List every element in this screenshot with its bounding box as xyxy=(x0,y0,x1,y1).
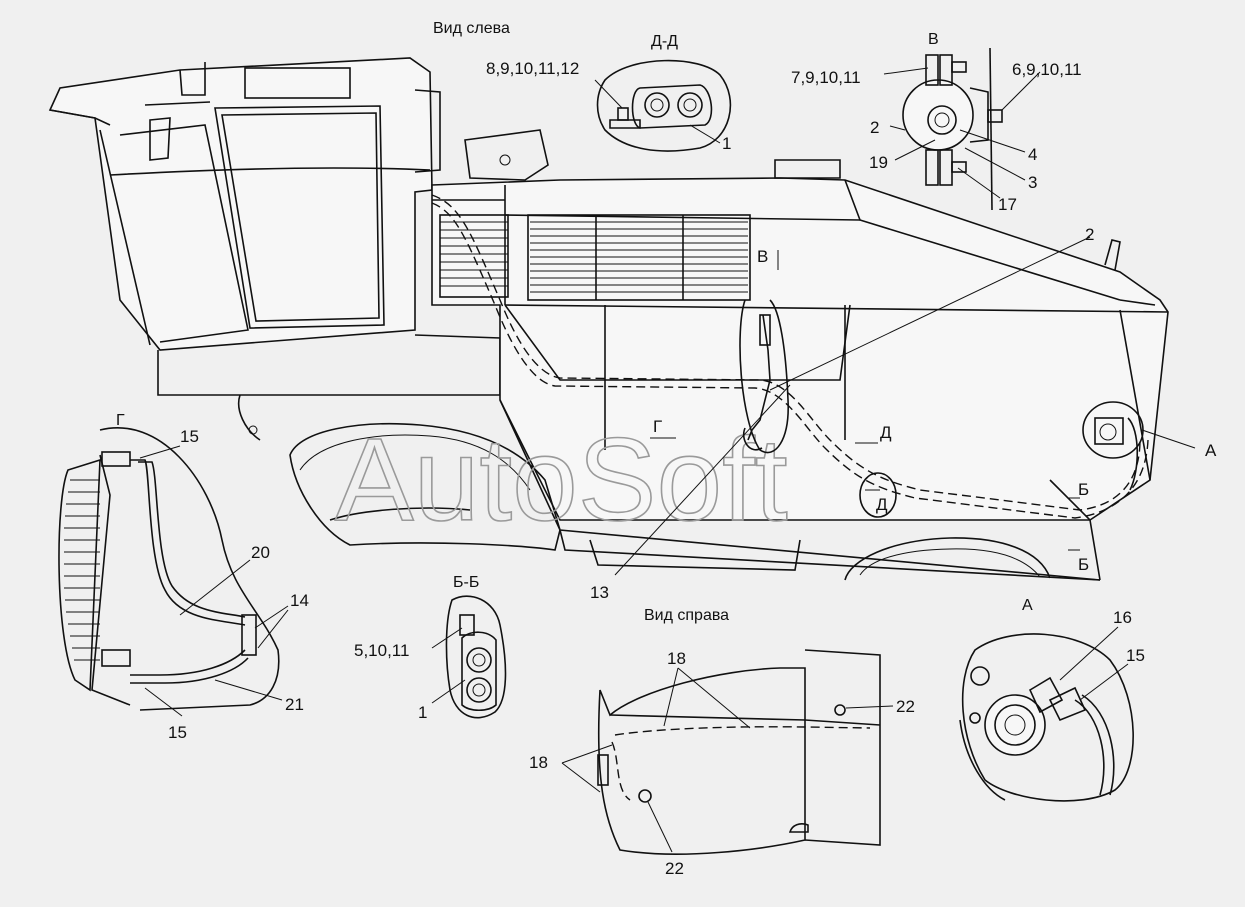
callout-main-13: 13 xyxy=(590,583,609,602)
watermark-text: AutoSoft xyxy=(335,414,788,546)
right-view-detail xyxy=(561,649,894,855)
callout-g-20: 20 xyxy=(251,543,270,562)
callout-v-17: 17 xyxy=(998,195,1017,214)
callout-dd-1: 1 xyxy=(722,134,731,153)
callout-g-15-top: 15 xyxy=(180,427,199,446)
section-mark-g: Г xyxy=(653,417,662,436)
section-mark-d-upper: Д xyxy=(880,423,892,442)
callout-main-2: 2 xyxy=(1085,225,1094,244)
callout-bb-group: 5,10,11 xyxy=(354,641,409,660)
callout-dd-group: 8,9,10,11,12 xyxy=(486,59,579,78)
callout-a-15: 15 xyxy=(1126,646,1145,665)
view-v-detail xyxy=(883,47,1041,211)
callout-a-16: 16 xyxy=(1113,608,1132,627)
callout-g-14: 14 xyxy=(290,591,309,610)
combine-body xyxy=(431,129,1169,581)
wheels xyxy=(289,422,1051,581)
callout-v-right: 6,9,10,11 xyxy=(1012,60,1082,79)
title-right-view: Вид справа xyxy=(644,607,729,624)
callout-v-19: 19 xyxy=(869,153,888,172)
leader-main-2 xyxy=(769,236,1091,391)
leader-main-13 xyxy=(614,384,791,576)
view-a-detail xyxy=(959,626,1134,802)
callout-v-2: 2 xyxy=(870,118,879,137)
section-mark-a: А xyxy=(1205,441,1217,460)
title-view-a: А xyxy=(1022,597,1033,614)
callout-g-15-bottom: 15 xyxy=(168,723,187,742)
callout-right-18-left: 18 xyxy=(529,753,548,772)
section-mark-b-lower: Б xyxy=(1078,555,1089,574)
callout-g-21: 21 xyxy=(285,695,304,714)
callout-v-left: 7,9,10,11 xyxy=(791,68,861,87)
callout-v-4: 4 xyxy=(1028,145,1037,164)
view-g-detail xyxy=(58,427,289,717)
callout-right-22-bottom: 22 xyxy=(665,859,684,878)
callout-right-22-top: 22 xyxy=(896,697,915,716)
leader-a xyxy=(1141,429,1196,449)
callout-v-3: 3 xyxy=(1028,173,1037,192)
section-mark-d-lower: Д xyxy=(876,495,888,514)
callout-bb-1: 1 xyxy=(418,703,427,722)
section-dd-view xyxy=(594,59,732,152)
title-section-dd: Д-Д xyxy=(651,33,678,50)
section-d-circle xyxy=(859,472,897,518)
section-bb-view xyxy=(431,595,507,719)
cab xyxy=(48,57,501,441)
title-view-g: Г xyxy=(116,412,125,429)
title-view-v: В xyxy=(928,31,939,48)
title-left-view: Вид слева xyxy=(433,20,510,37)
section-mark-b-upper: Б xyxy=(1078,480,1089,499)
title-section-bb: Б-Б xyxy=(453,574,479,591)
section-mark-v: В xyxy=(757,247,768,266)
body-fitting-detail xyxy=(739,299,789,454)
callout-right-18-top: 18 xyxy=(667,649,686,668)
